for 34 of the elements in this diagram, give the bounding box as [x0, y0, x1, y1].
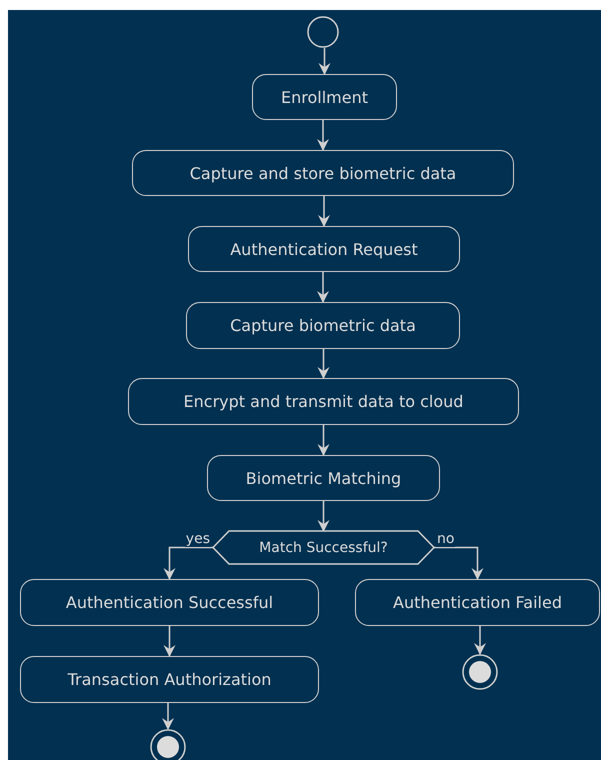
- arrow: [318, 501, 330, 532]
- arrow: [317, 272, 329, 303]
- arrow: [164, 546, 213, 580]
- activity-box: [186, 302, 460, 349]
- activity-box: [20, 579, 319, 626]
- arrow: [318, 349, 330, 379]
- arrow: [317, 120, 329, 151]
- arrow: [318, 196, 330, 227]
- activity-box: [207, 455, 440, 501]
- node-text: Transaction Authorization: [68, 670, 272, 689]
- node-text: Biometric Matching: [246, 468, 402, 488]
- node-text: Encrypt and transmit data to cloud: [184, 392, 464, 411]
- node-text: Capture and store biometric data: [190, 164, 456, 182]
- activity-box: [20, 656, 319, 703]
- arrow: [318, 425, 330, 456]
- activity-box: [128, 378, 519, 425]
- node-text: Authentication Successful: [66, 593, 274, 612]
- arrow: [164, 626, 176, 657]
- arrow: [474, 626, 486, 655]
- activity-box: [252, 74, 397, 120]
- end-circle: [462, 654, 498, 690]
- node-text: Match Successful?: [259, 540, 388, 556]
- decision-hexagon: [213, 531, 434, 564]
- activity-box: [132, 150, 514, 196]
- node-text: Authentication Failed: [393, 593, 562, 612]
- activity-box: [355, 579, 600, 626]
- activity-box: [188, 226, 460, 272]
- arrow: [162, 703, 174, 730]
- arrow: [434, 546, 484, 580]
- start-circle: [307, 16, 339, 48]
- node-text: Capture biometric data: [230, 316, 416, 335]
- arrow: [318, 48, 330, 75]
- node-text: Enrollment: [281, 88, 368, 106]
- node-text: Authentication Request: [230, 240, 418, 258]
